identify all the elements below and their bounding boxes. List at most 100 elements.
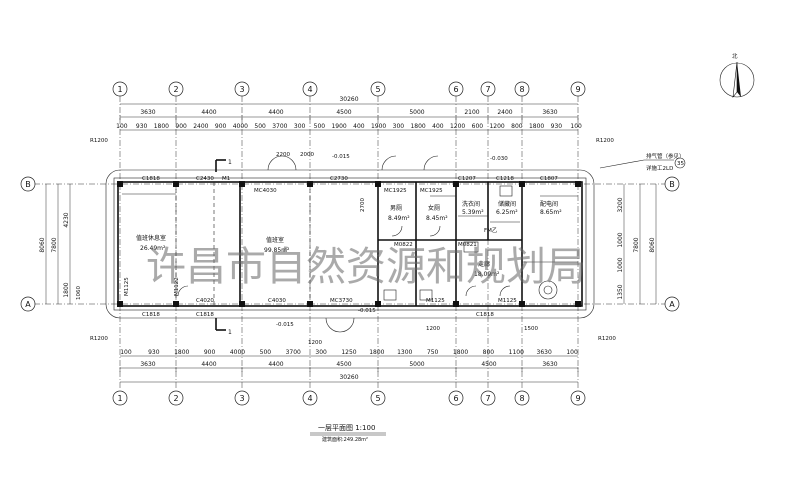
dim-top-detail-22: 930 — [551, 123, 563, 130]
dim-bottom-bay-1: 4400 — [201, 361, 216, 368]
tag-c1818-e: C1818 — [476, 312, 494, 318]
corner-radius-tr: R1200 — [596, 138, 614, 144]
room-name-3: 男厕 — [390, 205, 402, 212]
dim-bottom-bay-3: 4500 — [336, 361, 351, 368]
dim-left-a: 4230 — [63, 212, 70, 227]
dim-small-9: 1500 — [524, 326, 538, 332]
tag-c2430: C2430 — [196, 176, 214, 182]
dim-bottom-detail-10: 1300 — [397, 349, 412, 356]
tag-mc1925-a: MC1925 — [384, 188, 407, 194]
axis-bubble-right-B: B — [664, 176, 680, 192]
column-9A — [575, 301, 581, 307]
dim-bottom-detail-13: 800 — [483, 349, 495, 356]
tag-m1125-b: M1125 — [426, 298, 445, 304]
dim-bottom-detail-15: 3630 — [537, 349, 552, 356]
tag-c1818-a: C1818 — [142, 176, 160, 182]
dim-top-detail-8: 3700 — [272, 123, 287, 130]
room-area-5: 5.39m² — [462, 209, 484, 216]
dim-top-detail-18: 600 — [472, 123, 484, 130]
column-4A — [307, 301, 313, 307]
axis-bubble-right-B-label: B — [669, 180, 675, 189]
column-5B — [375, 181, 381, 187]
dim-small-10: 1060 — [76, 286, 82, 300]
dim-top-detail-0: 100 — [116, 123, 128, 130]
dim-right-a: 3200 — [617, 197, 624, 212]
dim-bottom-detail-1: 930 — [148, 349, 160, 356]
dim-left-inner: 7800 — [51, 237, 58, 252]
axis-bubble-top-8: 8 — [514, 81, 530, 97]
dim-top-bay-6: 2400 — [497, 109, 512, 116]
axis-bubble-bottom-6-label: 6 — [453, 394, 458, 403]
room-area-3: 8.49m² — [388, 215, 410, 222]
tag-c1207: C1207 — [458, 176, 476, 182]
axis-bubble-top-9-label: 9 — [575, 85, 580, 94]
dim-top-bay-4: 5000 — [409, 109, 424, 116]
axis-bubble-top-5: 5 — [370, 81, 386, 97]
dim-top-detail-15: 1800 — [410, 123, 425, 130]
dim-right-d: 1350 — [617, 284, 624, 299]
dim-top-detail-16: 400 — [432, 123, 444, 130]
section-mark: 1 1 — [215, 159, 232, 336]
dim-right-total: 8060 — [649, 237, 656, 252]
elevation-bottom: -0.015 — [276, 322, 294, 328]
north-arrow: 北 — [719, 52, 755, 99]
room-name-2: 值班室 — [266, 236, 284, 244]
tag-c1818-c: C1818 — [142, 312, 160, 318]
dim-top-detail-12: 400 — [353, 123, 365, 130]
drawing-title-text: 一层平面图 1:100 — [318, 424, 375, 432]
dim-small-1: 1200 — [308, 340, 322, 346]
axis-bubble-bottom-5-label: 5 — [375, 394, 380, 403]
dim-top-bay-7: 3630 — [542, 109, 557, 116]
axis-bubble-left-A-label: A — [25, 300, 31, 309]
tag-m1125-c: M1125 — [498, 298, 517, 304]
axis-bubble-bottom-4: 4 — [302, 390, 318, 406]
corner-radius-br: R1200 — [598, 336, 616, 342]
axis-bubble-bottom-8-label: 8 — [519, 394, 524, 403]
column-8A — [519, 301, 525, 307]
corner-radius-bl: R1200 — [90, 336, 108, 342]
tag-mc3730: MC3730 — [330, 298, 353, 304]
dim-small-8: 1200 — [426, 326, 440, 332]
dim-bottom-bay-4: 5000 — [409, 361, 424, 368]
column-5A — [375, 301, 381, 307]
dim-top-detail-10: 500 — [314, 123, 326, 130]
drawing-subtitle: 建筑面积:249.28m² — [322, 436, 368, 443]
interior-dimensions: 2700 1200 2200 2000 1200 1500 1060 — [76, 152, 538, 346]
tag-c4030: C4030 — [268, 298, 286, 304]
axis-bubble-left-A: A — [20, 296, 36, 312]
elevation-small: -0.030 — [490, 156, 508, 162]
dim-top-detail-23: 100 — [570, 123, 582, 130]
dim-bottom-detail-4: 4000 — [230, 349, 245, 356]
right-dimension-chain: 8060 7800 3200 1000 1000 1350 — [617, 184, 657, 304]
dim-top-bay-1: 4400 — [201, 109, 216, 116]
tag-m1125-a: M1125 — [124, 277, 130, 296]
dim-top-detail-6: 4000 — [233, 123, 248, 130]
dim-bottom-detail-14: 1100 — [509, 349, 524, 356]
column-9B — [575, 181, 581, 187]
left-dimension-chain: 8060 7800 4230 1800 — [39, 184, 71, 304]
room-name-7: 配电间 — [540, 200, 558, 208]
axis-bubble-top-3-label: 3 — [239, 85, 244, 94]
dim-bottom-detail-7: 300 — [315, 349, 327, 356]
room-area-1: 26.49m² — [140, 245, 166, 252]
column-6B — [453, 181, 459, 187]
dim-top-detail-4: 2400 — [193, 123, 208, 130]
dim-top-detail-20: 800 — [511, 123, 523, 130]
axis-bubble-bottom-1-label: 1 — [117, 394, 122, 403]
interior-walls — [122, 182, 578, 306]
axis-bubble-top-7-label: 7 — [485, 85, 490, 94]
axis-bubble-top-5-label: 5 — [375, 85, 380, 94]
axis-bubble-bottom-1: 1 — [112, 390, 128, 406]
axis-bubble-top-2-label: 2 — [173, 85, 178, 94]
tag-mc1925-b: MC1925 — [420, 188, 443, 194]
axis-bubble-top-6-label: 6 — [453, 85, 458, 94]
section-number-bottom: 1 — [228, 329, 232, 336]
room-area-8: 18.09m² — [474, 271, 500, 278]
room-labels: 值班休息室 26.49m² 值班室 99.85m² 男厕 8.49m² 女厕 8… — [136, 200, 562, 278]
axis-bubble-bottom-9: 9 — [570, 390, 586, 406]
dim-top-detail-1: 930 — [136, 123, 148, 130]
tag-c2730: C2730 — [330, 176, 348, 182]
dim-right-c: 1000 — [617, 257, 624, 272]
